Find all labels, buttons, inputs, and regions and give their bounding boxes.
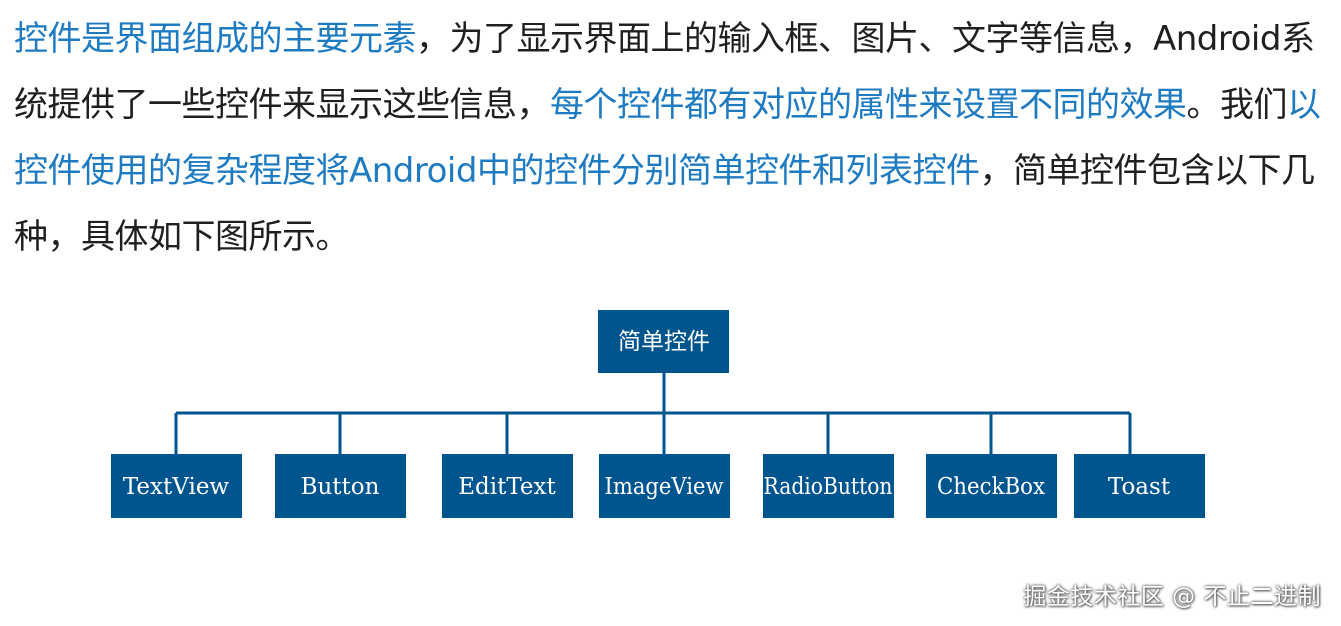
child-node-box — [926, 454, 1057, 518]
link-segment[interactable]: 每个控件都有对应的属性来设置不同的效果 — [550, 85, 1187, 125]
child-node-box — [111, 454, 242, 518]
child-node-label: TextView — [123, 474, 230, 500]
watermark: 掘金技术社区 @ 不止二进制 — [1023, 584, 1321, 610]
root-node-box — [598, 310, 729, 373]
child-node-label: CheckBox — [937, 474, 1045, 500]
child-node-edittext: EditText — [442, 454, 573, 518]
child-node-box — [1074, 454, 1205, 518]
text-segment: 。我们 — [1186, 85, 1288, 125]
child-node-toast: Toast — [1074, 454, 1205, 518]
link-segment[interactable]: 以控件使用的复杂程度将Android中的控件分别简单控件和列表控件 — [14, 85, 1321, 191]
child-node-checkbox: CheckBox — [926, 454, 1057, 518]
child-node-textview: TextView — [111, 454, 242, 518]
child-node-label: ImageView — [605, 474, 724, 500]
child-node-imageview: ImageView — [599, 454, 730, 518]
child-node-box — [599, 454, 730, 518]
child-node-label: Toast — [1108, 474, 1171, 500]
child-node-box — [763, 454, 894, 518]
child-node-label: EditText — [458, 474, 556, 500]
child-node-label: RadioButton — [764, 474, 893, 500]
child-node-button: Button — [275, 454, 406, 518]
link-segment[interactable]: 控件是界面组成的主要元素 — [14, 19, 417, 59]
root-node-label: 简单控件 — [618, 329, 710, 355]
text-segment: ，为了显示界面上的输入框、图片、文字等信息，Android系统提供了一些控件来显… — [14, 19, 1315, 125]
root-node: 简单控件 — [598, 310, 729, 373]
text-segment: ，简单控件包含以下几种，具体如下图所示。 — [14, 151, 1315, 257]
child-node-box — [275, 454, 406, 518]
child-node-box — [442, 454, 573, 518]
intro-paragraph: 控件是界面组成的主要元素，为了显示界面上的输入框、图片、文字等信息，Androi… — [14, 6, 1324, 270]
child-node-label: Button — [301, 474, 380, 500]
child-node-radiobutton: RadioButton — [763, 454, 894, 518]
